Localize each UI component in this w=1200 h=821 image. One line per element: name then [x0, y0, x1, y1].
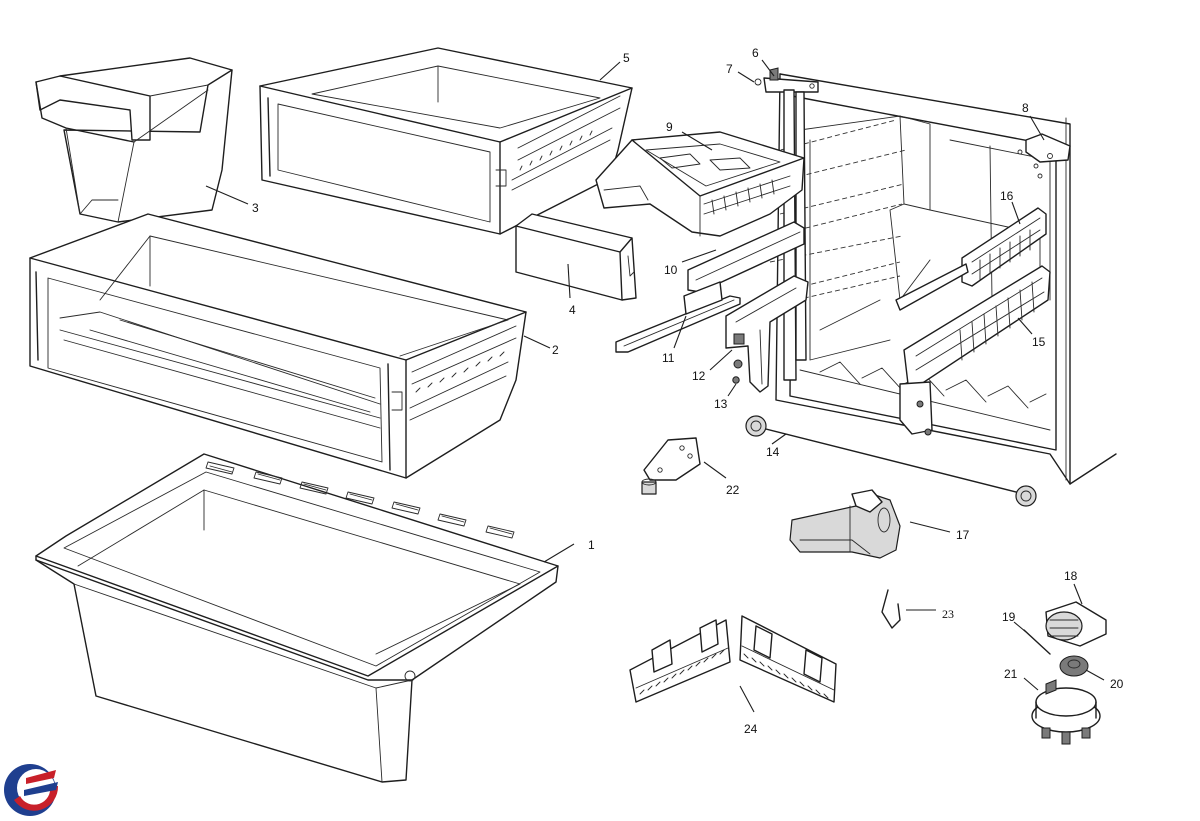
- part-19-pin: [1023, 629, 1051, 655]
- callout-14: 14: [766, 445, 780, 459]
- part-3-small-bin: [35, 57, 233, 223]
- callout-12: 12: [692, 369, 706, 383]
- callout-24: 24: [744, 722, 758, 736]
- callout-13: 13: [714, 397, 728, 411]
- part-1-bottom-pan: [35, 453, 559, 783]
- part-5-upper-crisper: [259, 47, 633, 235]
- callout-10: 10: [664, 263, 678, 277]
- callout-22: 22: [726, 483, 740, 497]
- part-4-cover: [515, 213, 637, 301]
- callout-11: 11: [662, 351, 675, 365]
- part-21-ring: [1031, 679, 1101, 745]
- callout-17: 17: [956, 528, 970, 542]
- part-2-large-crisper: [29, 213, 527, 479]
- part-22-hinge-plate: [641, 437, 701, 495]
- callout-18: 18: [1064, 569, 1078, 583]
- part-10-slide: [687, 221, 805, 293]
- part-20-bushing: [1059, 655, 1089, 677]
- part-24-track-right: [739, 615, 837, 703]
- callout-19: 19: [1002, 610, 1016, 624]
- callout-2: 2: [552, 343, 559, 357]
- part-14-torsion-bar: [745, 415, 1037, 507]
- callout-7: 7: [726, 62, 733, 76]
- callout-9: 9: [666, 120, 673, 134]
- part-11-rail: [615, 281, 741, 353]
- part-12-hinge-bracket: [725, 275, 809, 393]
- part-23-clip: [881, 589, 901, 629]
- callout-23: 23: [942, 607, 954, 621]
- part-15-slide: [899, 265, 1051, 436]
- callout-1: 1: [588, 538, 595, 552]
- leader-lines: [205, 59, 1105, 713]
- callout-8: 8: [1022, 101, 1029, 115]
- part-24-track-left: [629, 619, 731, 703]
- callout-5: 5: [623, 51, 630, 65]
- callout-21: 21: [1004, 667, 1018, 681]
- callout-16: 16: [1000, 189, 1014, 203]
- part-8-hinge: [1017, 133, 1071, 179]
- part-18-damper-gear: [1045, 601, 1107, 647]
- part-17-latch: [789, 489, 901, 559]
- callout-3: 3: [252, 201, 259, 215]
- callout-labels: 1 2 3 4 5 6 7 8 9 10 11 12 13 14 15 16 1…: [252, 46, 1124, 736]
- callout-4: 4: [569, 303, 576, 317]
- part-16-slide: [895, 207, 1047, 311]
- brand-logo-icon: [4, 764, 59, 816]
- part-9-bracket: [595, 131, 805, 237]
- callout-20: 20: [1110, 677, 1124, 691]
- callout-15: 15: [1032, 335, 1046, 349]
- callout-6: 6: [752, 46, 759, 60]
